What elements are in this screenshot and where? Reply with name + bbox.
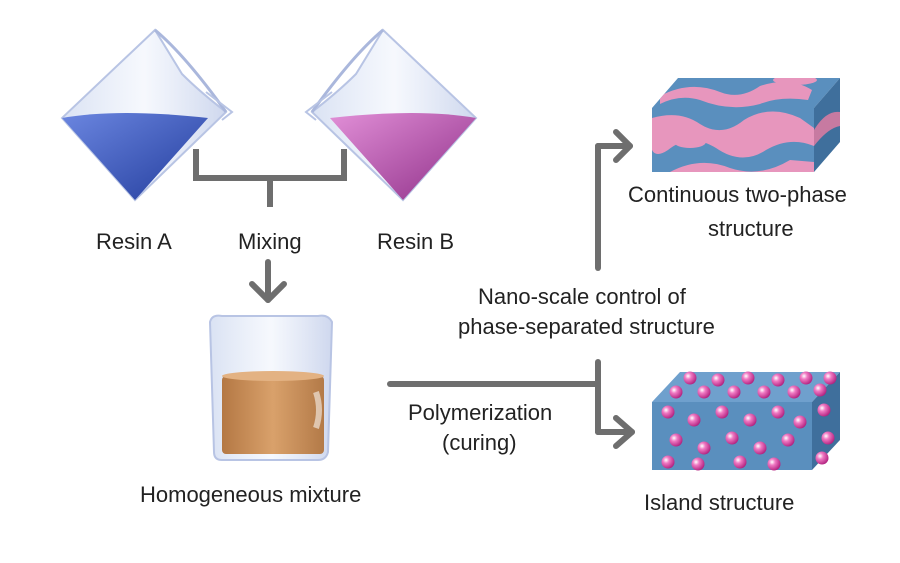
island-structure-cube — [652, 371, 840, 471]
homogeneous-mixture-beaker — [208, 314, 334, 461]
mixing-label: Mixing — [238, 229, 302, 254]
resin-b-beaker — [304, 28, 478, 202]
island-bead — [799, 371, 813, 385]
mixing-connector — [193, 149, 347, 207]
island-bead — [823, 371, 837, 385]
island-bead — [817, 403, 831, 417]
polymerization-label-line2: (curing) — [442, 430, 517, 455]
island-bead — [767, 457, 781, 471]
continuous-structure-label-line1: Continuous two-phase — [628, 182, 847, 207]
island-bead — [661, 455, 675, 469]
nano-control-label-line2: phase-separated structure — [458, 314, 715, 339]
island-bead — [781, 433, 795, 447]
island-bead — [815, 451, 829, 465]
island-bead — [697, 441, 711, 455]
continuous-two-phase-cube — [652, 78, 840, 172]
island-bead — [715, 405, 729, 419]
island-bead — [711, 373, 725, 387]
island-bead — [687, 413, 701, 427]
mixing-down-arrow — [249, 259, 287, 303]
island-bead — [787, 385, 801, 399]
island-bead — [741, 371, 755, 385]
island-bead — [753, 441, 767, 455]
resin-a-beaker — [60, 28, 234, 202]
island-bead — [661, 405, 675, 419]
island-bead — [733, 455, 747, 469]
resin-b-label: Resin B — [377, 229, 455, 254]
island-bead — [757, 385, 771, 399]
island-bead — [725, 431, 739, 445]
continuous-structure-label-line2: structure — [708, 216, 794, 241]
nano-control-label-line1: Nano-scale control of — [478, 284, 686, 309]
island-bead — [691, 457, 705, 471]
island-bead — [669, 385, 683, 399]
island-structure-label: Island structure — [644, 490, 795, 515]
polymerization-label-line1: Polymerization — [408, 400, 553, 425]
island-bead — [821, 431, 835, 445]
island-bead — [743, 413, 757, 427]
island-bead — [813, 383, 827, 397]
island-bead — [793, 415, 807, 429]
island-bead — [727, 385, 741, 399]
resin-a-label: Resin A — [96, 229, 172, 254]
island-bead — [771, 373, 785, 387]
homogeneous-mixture-label: Homogeneous mixture — [140, 482, 362, 507]
island-bead — [697, 385, 711, 399]
island-bead — [683, 371, 697, 385]
island-beads — [661, 371, 837, 471]
polymerization-connector — [387, 129, 635, 449]
island-bead — [669, 433, 683, 447]
island-bead — [771, 405, 785, 419]
